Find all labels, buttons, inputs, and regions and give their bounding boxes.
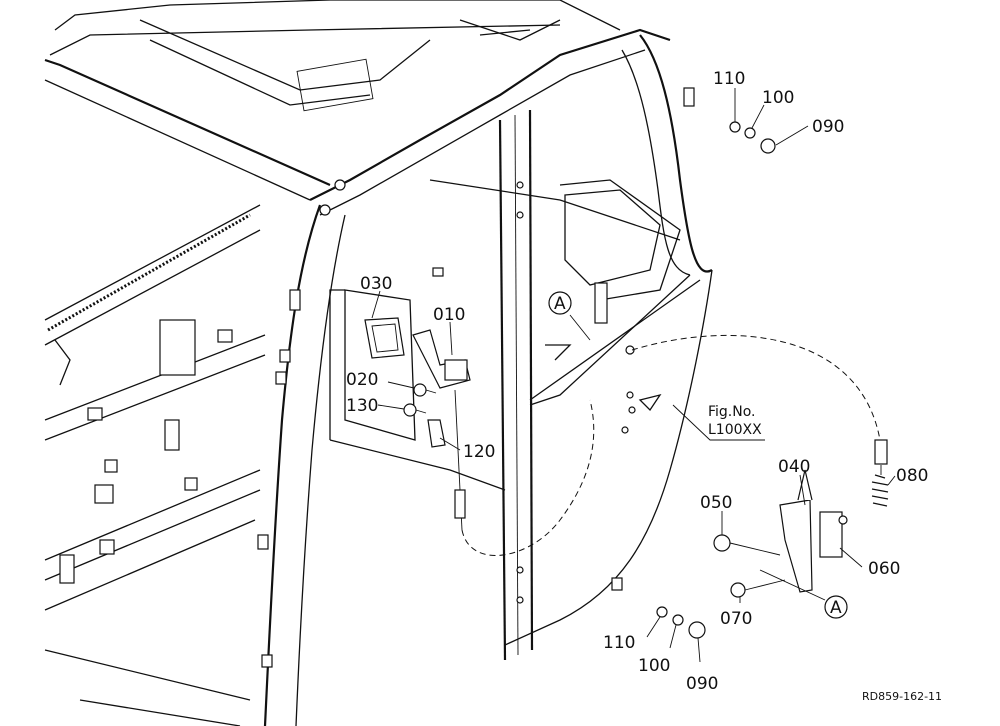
- reference-marker-a-1: A: [548, 291, 572, 315]
- drawing-code: RD859-162-11: [862, 690, 942, 703]
- leader-lines: [371, 88, 896, 663]
- part-020-bolt: [413, 383, 437, 397]
- cab-frame-drawing: [44, 0, 713, 726]
- fasteners-bottom: [656, 606, 706, 639]
- part-120-bracket: [427, 419, 446, 448]
- fasteners-top: [729, 121, 776, 154]
- callout-labels: 110 100 090 030 010 020 130 120 040 080 …: [346, 69, 928, 694]
- part-130-bolt: [403, 403, 427, 417]
- callout-110-bottom: 110: [603, 633, 635, 653]
- part-040-bracket: [779, 469, 813, 593]
- cable-path: [461, 334, 881, 556]
- figure-reference: Fig.No. L100XX: [708, 404, 762, 438]
- callout-130: 130: [346, 396, 378, 416]
- callout-050: 050: [700, 493, 732, 513]
- callout-020: 020: [346, 370, 378, 390]
- callout-080: 080: [896, 466, 928, 486]
- svg-text:A: A: [830, 598, 842, 618]
- part-050-bolt: [713, 534, 781, 556]
- callout-090-top: 090: [812, 117, 844, 137]
- callout-100-top: 100: [762, 88, 794, 108]
- part-010-lock-assembly: [412, 329, 471, 389]
- part-rod: [454, 389, 466, 531]
- part-070-bolt: [730, 579, 786, 598]
- callout-090-bottom: 090: [686, 674, 718, 694]
- callout-120: 120: [463, 442, 495, 462]
- callout-030: 030: [360, 274, 392, 294]
- fig-ref-line1: Fig.No.: [708, 404, 756, 420]
- callout-060: 060: [868, 559, 900, 579]
- reference-marker-a-2: A: [824, 595, 848, 619]
- part-080-spring: [871, 439, 889, 507]
- part-030-gasket: [364, 317, 405, 359]
- callout-040: 040: [778, 457, 810, 477]
- callout-070: 070: [720, 609, 752, 629]
- callout-100-bottom: 100: [638, 656, 670, 676]
- svg-text:A: A: [554, 294, 566, 314]
- callout-110-top: 110: [713, 69, 745, 89]
- callout-010: 010: [433, 305, 465, 325]
- part-060-latch: [819, 511, 848, 558]
- fig-ref-line2: L100XX: [708, 422, 762, 438]
